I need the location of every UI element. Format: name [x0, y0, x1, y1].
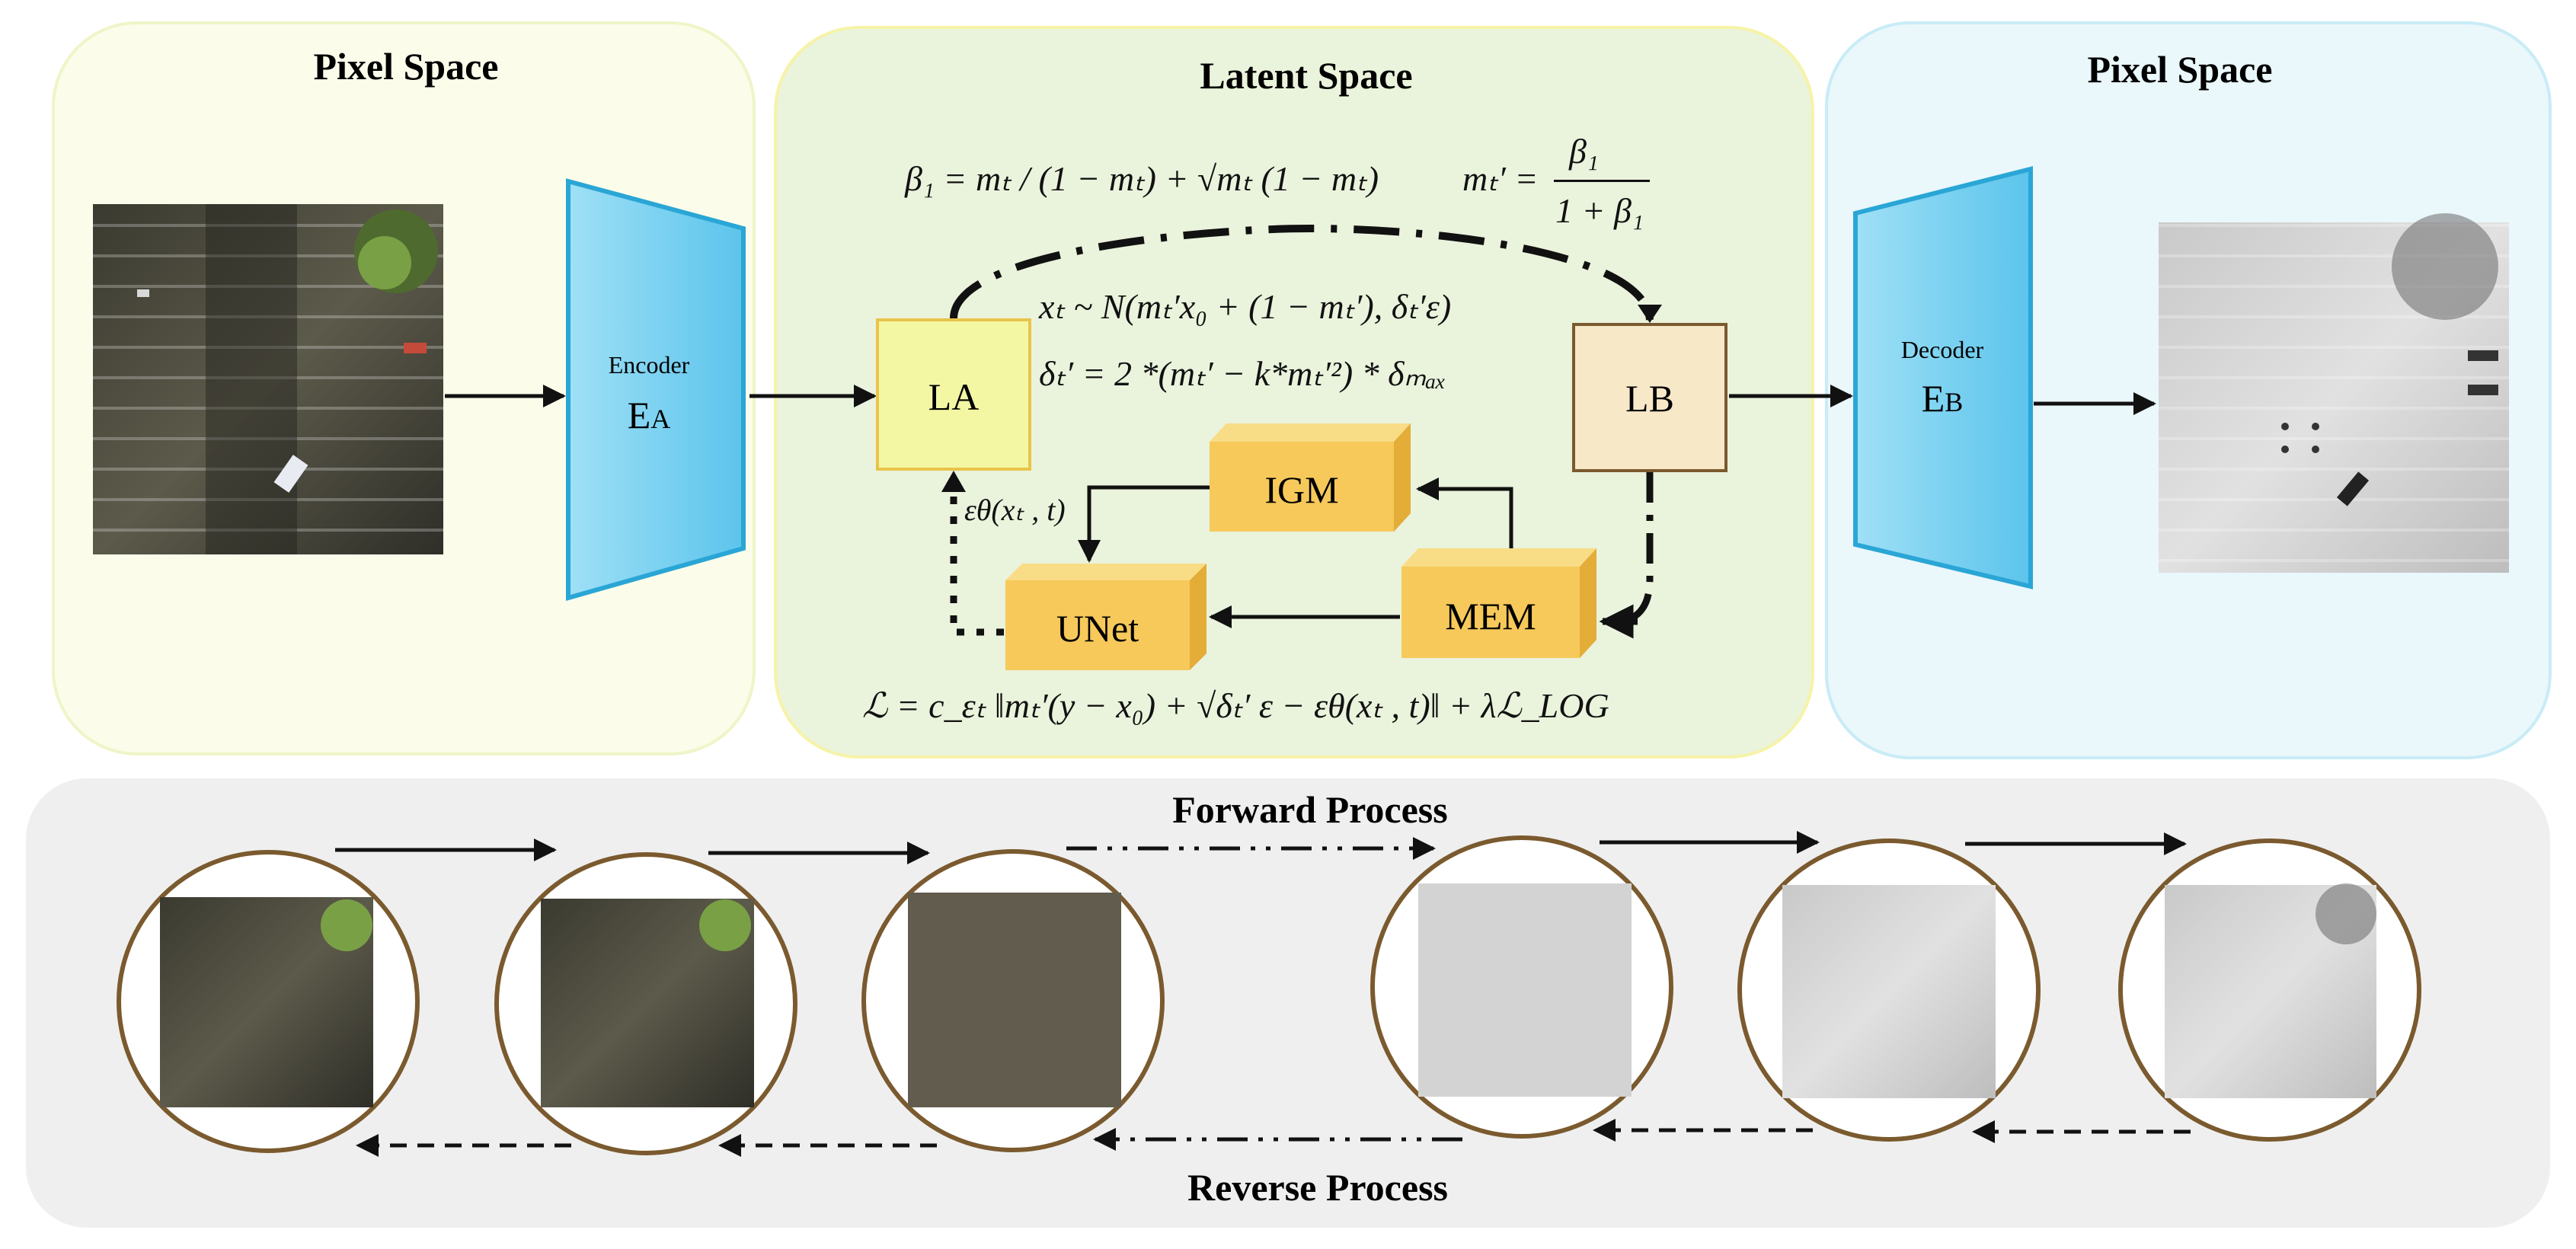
decoder-symbol: EB [1922, 377, 1964, 420]
xt-formula: xₜ ~ N(mₜ′x₀ + (1 − mₜ′), δₜ′ε) [1039, 287, 1452, 326]
dashdot-la-to-lb [950, 224, 1654, 321]
loss-formula: ℒ = c_εₜ ‖mₜ′(y − x₀) + √δₜ′ ε − εθ(xₜ ,… [862, 686, 1609, 725]
arrow-mem-to-igm [1416, 478, 1513, 548]
igm-module: IGM [1210, 423, 1411, 532]
mem-label: MEM [1445, 595, 1536, 637]
mem-module: MEM [1401, 548, 1596, 658]
la-label: LA [928, 375, 980, 418]
igm-label: IGM [1264, 468, 1338, 511]
decoder-word: Decoder [1901, 336, 1984, 363]
mt-prime-lhs: mₜ′ = [1462, 159, 1539, 198]
step-3-noisy-night [861, 849, 1165, 1152]
unet-module: UNet [1005, 564, 1207, 670]
lb-block: LB [1572, 323, 1727, 472]
step-1-night [117, 850, 420, 1153]
la-block: LA [876, 318, 1031, 471]
encoder-block: Encoder EA [566, 178, 746, 601]
delta-formula: δₜ′ = 2 *(mₜ′ − k*mₜ′²) * δₘₐₓ [1039, 354, 1446, 393]
forward-process-label: Forward Process [1172, 788, 1447, 831]
mt-prime-fraction-bar [1554, 180, 1650, 182]
step-2-night [494, 852, 797, 1155]
mt-prime-denominator: 1 + β₁ [1555, 191, 1644, 230]
eps-formula: εθ(xₜ , t) [964, 493, 1066, 527]
step-4-noisy-gray [1370, 835, 1673, 1139]
step-5-gray [1737, 839, 2041, 1142]
decoder-block: Decoder EB [1853, 166, 2033, 589]
dashdot-arrowhead [1638, 305, 1662, 323]
mt-prime-numerator: β₁ [1569, 132, 1599, 171]
arrow-lb-to-mem [1621, 472, 1654, 625]
middle-panel-title: Latent Space [1200, 54, 1412, 97]
output-infrared-image [2159, 213, 2509, 573]
input-night-image [93, 204, 443, 554]
arrow-igm-to-unet [1078, 485, 1210, 563]
encoder-symbol: EA [628, 394, 671, 436]
encoder-word: Encoder [609, 351, 690, 379]
unet-to-la-arrowhead [941, 471, 966, 492]
lb-label: LB [1625, 377, 1674, 420]
beta-formula: β₁ = mₜ / (1 − mₜ) + √mₜ (1 − mₜ) [905, 159, 1379, 198]
left-panel-title: Pixel Space [313, 45, 498, 88]
step-6-gray [2118, 839, 2421, 1142]
unet-label: UNet [1056, 607, 1139, 650]
right-panel-title: Pixel Space [2087, 48, 2272, 91]
reverse-process-label: Reverse Process [1187, 1166, 1448, 1209]
